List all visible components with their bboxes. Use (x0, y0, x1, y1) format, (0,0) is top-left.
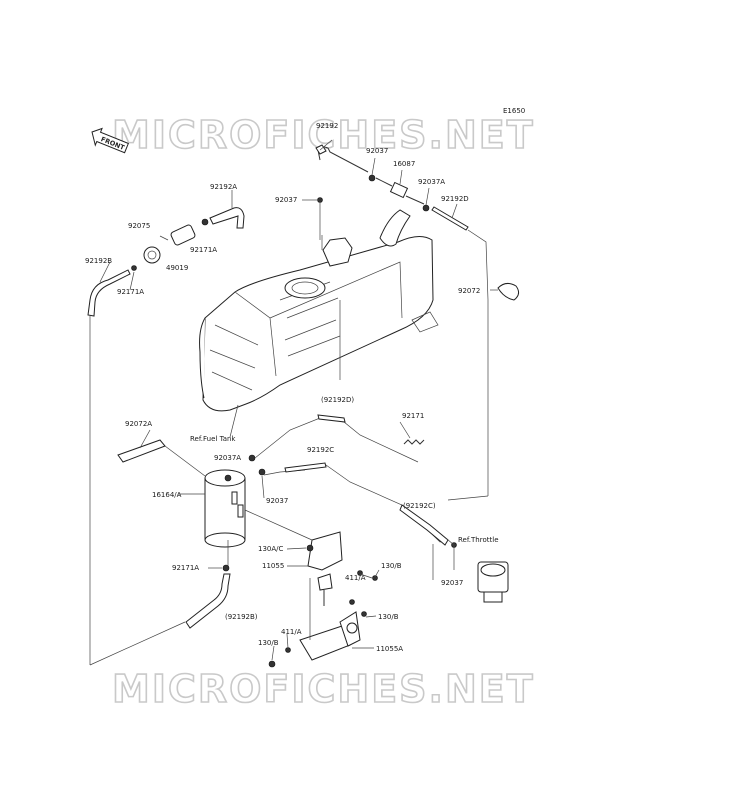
label-92192C: 92192C (307, 446, 334, 454)
fuel-filter-49019 (170, 224, 196, 246)
leader-lines (99, 139, 498, 661)
label-92037-top: 92037 (366, 147, 388, 155)
bracket-11055A (299, 611, 361, 661)
label-92072A: 92072A (125, 420, 152, 428)
clamp-92075 (143, 246, 161, 264)
strap-92072A (117, 439, 166, 463)
label-11055: 11055 (262, 562, 284, 570)
label-92037-mid: 92037 (275, 196, 297, 204)
label-92171A-top: 92171A (190, 246, 217, 254)
label-ref-fuel-tank: Ref.Fuel Tank (190, 435, 236, 443)
label-92075: 92075 (128, 222, 150, 230)
label-ref-throttle: Ref.Throttle (458, 536, 499, 544)
label-16164: 16164/A (152, 491, 182, 499)
label-16087: 16087 (393, 160, 415, 168)
label-92171: 92171 (402, 412, 424, 420)
label-130A-C: 130A/C (258, 545, 284, 553)
watermark-bottom: MICROFICHES.NET (112, 667, 535, 711)
label-92192C-paren: (92192C) (403, 502, 436, 510)
label-130-B-mid: 130/B (378, 613, 399, 621)
label-130-B-right: 130/B (381, 562, 402, 570)
valve-16087 (375, 177, 425, 205)
label-92192B: 92192B (85, 257, 112, 265)
label-411-A-left: 411/A (281, 628, 302, 636)
label-92192D: 92192D (441, 195, 469, 203)
diagram-code: E1650 (503, 107, 525, 115)
bracket-11055 (307, 531, 343, 606)
label-92192A: 92192A (210, 183, 237, 191)
label-92037A-top: 92037A (418, 178, 445, 186)
label-92192B-paren: (92192B) (225, 613, 258, 621)
label-92171A-left: 92171A (117, 288, 144, 296)
throttle-body (477, 561, 509, 603)
label-11055A: 11055A (376, 645, 403, 653)
label-49019: 49019 (166, 264, 188, 272)
label-92037-lower: 92037 (266, 497, 288, 505)
fuel-tank (199, 209, 439, 412)
label-92037A-mid: 92037A (214, 454, 241, 462)
part-labels: 92192 92037 16087 92037A 92192D 92037 92… (85, 122, 499, 653)
label-92192: 92192 (316, 122, 338, 130)
canister-16164 (204, 469, 246, 548)
spring-92171 (403, 439, 425, 445)
label-411-A-right: 411/A (345, 574, 366, 582)
label-130-B-left: 130/B (258, 639, 279, 647)
label-92072: 92072 (458, 287, 480, 295)
label-92171A-bottom: 92171A (172, 564, 199, 572)
label-92192D-paren: (92192D) (321, 396, 354, 404)
label-92037-throttle: 92037 (441, 579, 463, 587)
